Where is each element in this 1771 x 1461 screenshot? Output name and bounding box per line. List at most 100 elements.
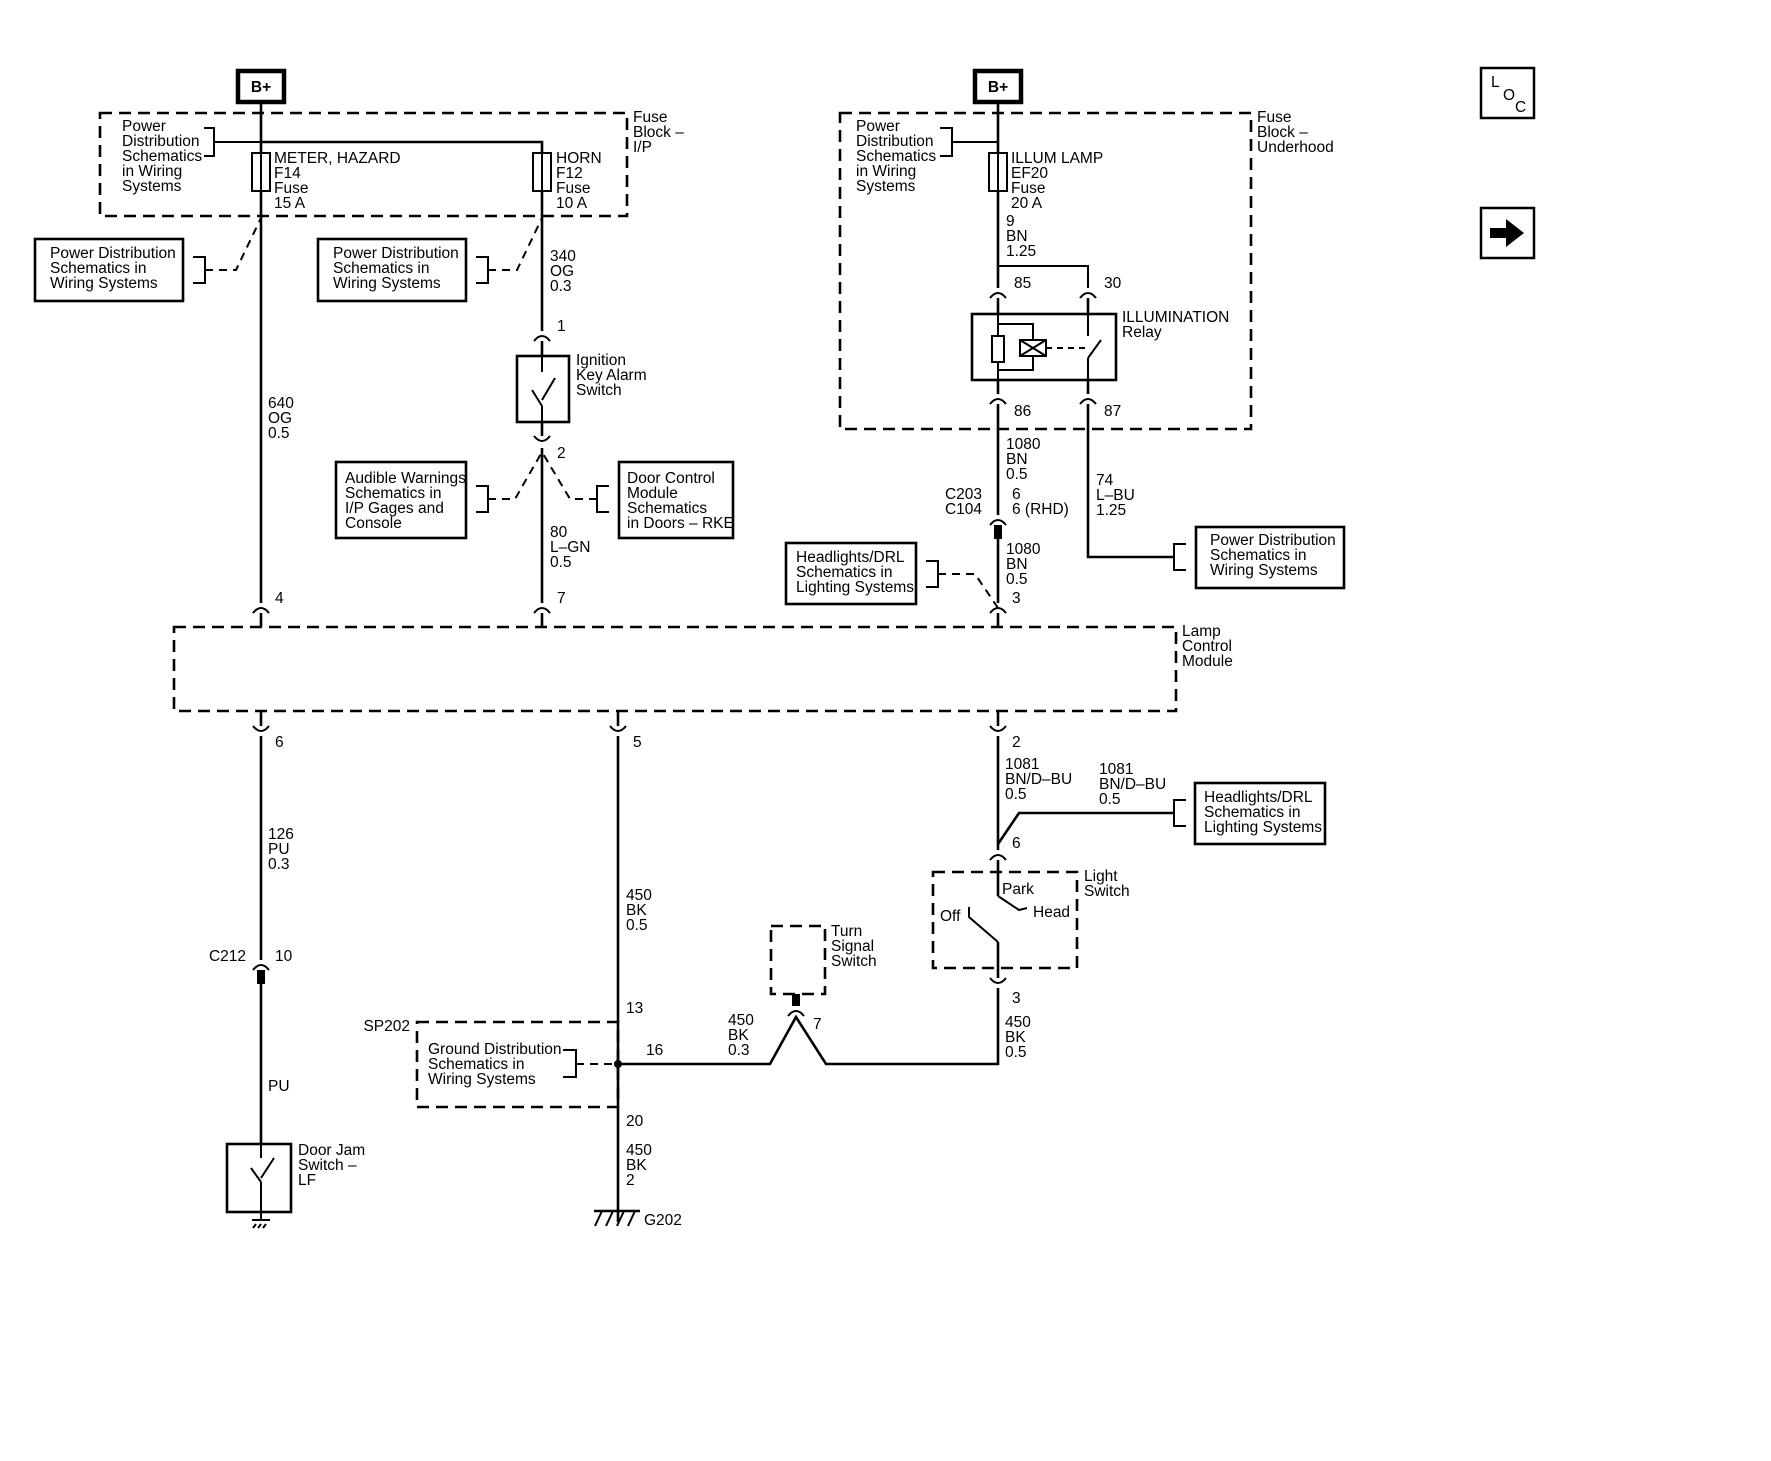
- wire-label-1080-b: 1080 BN 0.5: [1006, 541, 1041, 588]
- svg-text:5: 5: [633, 734, 642, 751]
- svg-text:0.5: 0.5: [1099, 791, 1121, 808]
- svg-text:2: 2: [1012, 734, 1021, 751]
- svg-text:Door Jam: Door Jam: [298, 1142, 365, 1159]
- svg-text:4: 4: [275, 590, 284, 607]
- svg-text:L–GN: L–GN: [550, 539, 591, 556]
- svg-text:Lighting Systems: Lighting Systems: [796, 579, 914, 596]
- svg-text:Light: Light: [1084, 868, 1118, 885]
- svg-text:2: 2: [557, 445, 566, 462]
- ref-power-distribution-2[interactable]: Power Distribution Schematics in Wiring …: [316, 217, 543, 303]
- svg-text:EF20: EF20: [1011, 165, 1048, 182]
- svg-text:Switch: Switch: [831, 953, 877, 970]
- svg-text:10 A: 10 A: [556, 195, 588, 212]
- svg-text:640: 640: [268, 395, 294, 412]
- ref-audible-warnings[interactable]: Audible Warnings Schematics in I/P Gages…: [334, 451, 543, 540]
- svg-text:Power: Power: [122, 118, 166, 135]
- svg-text:PU: PU: [268, 841, 290, 858]
- svg-text:in Wiring: in Wiring: [122, 163, 182, 180]
- ref-door-control-module[interactable]: Door Control Module Schematics in Doors …: [541, 451, 735, 540]
- svg-text:13: 13: [626, 1000, 643, 1017]
- svg-text:1: 1: [557, 318, 566, 335]
- svg-text:L: L: [1491, 74, 1500, 91]
- svg-text:Block –: Block –: [633, 124, 684, 141]
- next-page-button[interactable]: [1479, 206, 1536, 260]
- door-jam-switch-lf: Door Jam Switch – LF: [225, 1142, 365, 1229]
- svg-text:Fuse: Fuse: [1257, 109, 1291, 126]
- svg-text:F12: F12: [556, 165, 583, 182]
- svg-text:Schematics in: Schematics in: [1204, 804, 1300, 821]
- fuse-block-underhood: Fuse Block – Underhood Power Distributio…: [838, 102, 1334, 431]
- ref-headlights-drl-1[interactable]: Headlights/DRL Schematics in Lighting Sy…: [784, 541, 999, 609]
- svg-text:10: 10: [275, 948, 293, 965]
- svg-text:Block –: Block –: [1257, 124, 1308, 141]
- svg-text:Schematics in: Schematics in: [345, 485, 441, 502]
- svg-text:BN/D–BU: BN/D–BU: [1099, 776, 1166, 793]
- svg-text:Lamp: Lamp: [1182, 623, 1221, 640]
- svg-text:Ignition: Ignition: [576, 352, 626, 369]
- svg-text:Schematics: Schematics: [627, 500, 707, 517]
- wire-label-1081-b: 1081 BN/D–BU 0.5: [1099, 761, 1166, 808]
- svg-text:in Wiring: in Wiring: [856, 163, 916, 180]
- svg-text:0.5: 0.5: [1005, 1044, 1027, 1061]
- wire-label-450-b: 450 BK 0.3: [728, 1012, 754, 1059]
- wire-label-80: 80 L–GN 0.5: [550, 524, 591, 571]
- svg-text:450: 450: [626, 1142, 652, 1159]
- svg-text:Underhood: Underhood: [1257, 139, 1334, 156]
- svg-text:Relay: Relay: [1122, 324, 1162, 341]
- svg-text:Door Control: Door Control: [627, 470, 715, 487]
- svg-text:1080: 1080: [1006, 436, 1041, 453]
- svg-text:BN: BN: [1006, 556, 1028, 573]
- svg-text:Schematics: Schematics: [122, 148, 202, 165]
- svg-text:15 A: 15 A: [274, 195, 306, 212]
- svg-text:BN: BN: [1006, 451, 1028, 468]
- svg-text:Power: Power: [856, 118, 900, 135]
- connector-c212: C212 10: [209, 948, 293, 984]
- fuse-ef20: ILLUM LAMP EF20 Fuse 20 A: [988, 150, 1103, 212]
- svg-text:Schematics in: Schematics in: [796, 564, 892, 581]
- wire-label-340: 340 OG 0.3: [550, 248, 576, 295]
- svg-text:BK: BK: [728, 1027, 749, 1044]
- svg-text:Power Distribution: Power Distribution: [333, 245, 459, 262]
- svg-text:L–BU: L–BU: [1096, 487, 1135, 504]
- svg-text:Schematics in: Schematics in: [428, 1056, 524, 1073]
- svg-text:0.5: 0.5: [550, 554, 572, 571]
- svg-text:0.5: 0.5: [268, 425, 290, 442]
- svg-text:ILLUM LAMP: ILLUM LAMP: [1011, 150, 1103, 167]
- svg-text:LF: LF: [298, 1172, 316, 1189]
- svg-text:Park: Park: [1002, 881, 1034, 898]
- svg-text:G202: G202: [644, 1212, 682, 1229]
- ref-ground-distribution[interactable]: Ground Distribution Schematics in Wiring…: [428, 1041, 612, 1088]
- svg-text:OG: OG: [550, 263, 574, 280]
- svg-text:Console: Console: [345, 515, 402, 532]
- ref-headlights-drl-2[interactable]: Headlights/DRL Schematics in Lighting Sy…: [1173, 781, 1327, 846]
- svg-text:Signal: Signal: [831, 938, 874, 955]
- svg-text:80: 80: [550, 524, 568, 541]
- svg-text:1081: 1081: [1005, 756, 1039, 773]
- svg-text:0.5: 0.5: [1005, 786, 1027, 803]
- svg-text:Module: Module: [1182, 653, 1233, 670]
- svg-text:Wiring Systems: Wiring Systems: [333, 275, 441, 292]
- svg-text:F14: F14: [274, 165, 301, 182]
- svg-text:C104: C104: [945, 501, 982, 518]
- ground-g202: G202: [594, 1209, 682, 1229]
- svg-text:Turn: Turn: [831, 923, 862, 940]
- svg-text:Switch: Switch: [576, 382, 622, 399]
- svg-text:C203: C203: [945, 486, 982, 503]
- svg-text:ILLUMINATION: ILLUMINATION: [1122, 309, 1229, 326]
- loc-button[interactable]: L O C: [1479, 66, 1536, 120]
- ref-power-distribution-1[interactable]: Power Distribution Schematics in Wiring …: [33, 217, 262, 303]
- svg-text:Distribution: Distribution: [856, 133, 934, 150]
- svg-text:Wiring Systems: Wiring Systems: [428, 1071, 536, 1088]
- illumination-relay: 85 30 ILLUMINATION Relay 86 87: [970, 275, 1229, 420]
- ref-power-distribution-3[interactable]: Power Distribution Schematics in Wiring …: [1173, 525, 1346, 590]
- svg-text:I/P: I/P: [633, 139, 652, 156]
- svg-text:Wiring Systems: Wiring Systems: [50, 275, 158, 292]
- lamp-control-module: Lamp Control Module 4 7 3 6 5 2: [172, 590, 1233, 751]
- svg-text:450: 450: [626, 887, 652, 904]
- svg-text:Off: Off: [940, 908, 961, 925]
- connector-c203-c104: C203 C104 6 6 (RHD): [945, 486, 1069, 539]
- svg-text:Head: Head: [1033, 904, 1070, 921]
- svg-text:B+: B+: [988, 79, 1008, 96]
- wire-label-450-d: 450 BK 2: [626, 1142, 652, 1189]
- svg-text:C212: C212: [209, 948, 246, 965]
